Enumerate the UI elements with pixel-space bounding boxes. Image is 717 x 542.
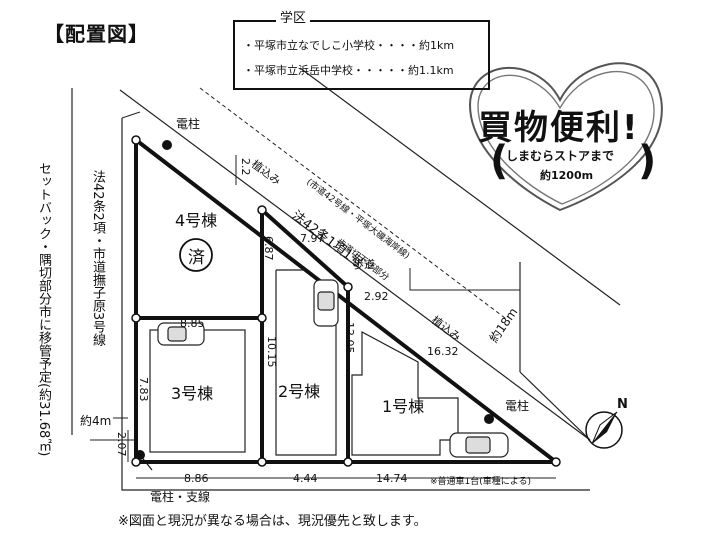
dimension-label: 2.92 <box>364 290 389 303</box>
dimension-label: 16.32 <box>427 345 459 358</box>
side-road-width-label: 約4m <box>80 414 112 428</box>
dimension-label: 8.85 <box>180 317 205 330</box>
dimension-label: 2.07 <box>115 432 128 457</box>
planting-line <box>199 87 506 319</box>
dimension-label: 8.86 <box>184 472 209 485</box>
survey-points <box>131 135 561 467</box>
car-icon <box>449 432 509 458</box>
promo-headline: 買物便利! <box>478 108 640 148</box>
compass-north-label: N <box>617 397 628 412</box>
dimension-label: 12.05 <box>343 322 356 354</box>
utility-pole-label: 電柱 <box>505 399 530 413</box>
sidewalk-label: 歩道 <box>353 258 375 271</box>
dimension-label: 7.83 <box>137 377 150 402</box>
promo-paren-left: ( <box>490 138 509 184</box>
side-road-label: 法42条2項・市道撫子原3号線 <box>90 170 105 347</box>
page-title: 【配置図】 <box>44 22 149 46</box>
building-2-footprint <box>275 270 337 456</box>
dimension-label: 6.87 <box>262 236 275 261</box>
building-2-label: 2号棟 <box>278 382 321 401</box>
sold-circle <box>179 238 213 272</box>
building-1-label: 1号棟 <box>382 397 425 416</box>
promo-paren-right: ) <box>638 138 657 184</box>
utility-pole-stay-label: 電柱・支線 <box>150 490 211 504</box>
setback-label: セットバック・隅切部分市に移管予定(約31.68㎡) <box>36 162 51 457</box>
compass-icon <box>585 411 623 449</box>
school-row: ・平塚市立浜岳中学校・・・・・約1.1km <box>243 64 454 77</box>
parking-note: ※普通車1台(車種による) <box>430 477 532 487</box>
footer-note: ※図面と現況が異なる場合は、現況優先と致します。 <box>118 514 427 529</box>
utility-pole-label: 電柱 <box>176 117 201 131</box>
school-row: ・平塚市立なでしこ小学校・・・・約1km <box>243 39 455 52</box>
school-district-box <box>233 20 490 90</box>
car-icon <box>157 322 205 346</box>
car-icon <box>313 279 339 327</box>
building-1-footprint <box>351 330 459 456</box>
road-far-line <box>299 67 621 306</box>
dimension-label: 7.97 <box>300 232 325 245</box>
utility-pole-icon <box>162 140 172 150</box>
utility-pole-icon <box>484 414 494 424</box>
lot-boundaries <box>134 138 558 464</box>
road-edge-line <box>119 89 591 441</box>
heart-decoration <box>468 62 663 212</box>
building-4-label: 4号棟 <box>175 211 218 230</box>
dimension-label: 10.15 <box>265 336 278 368</box>
promo-sub: しまむらストアまで <box>506 149 615 163</box>
school-district-heading: 学区 <box>276 7 311 26</box>
promo-distance: 約1200m <box>540 169 594 182</box>
dimension-label: 14.74 <box>376 472 408 485</box>
dimension-label: 4.44 <box>293 472 318 485</box>
sold-mark: 済 <box>188 248 205 268</box>
dimension-label: 2.2 <box>239 158 252 176</box>
building-3-label: 3号棟 <box>171 384 214 403</box>
